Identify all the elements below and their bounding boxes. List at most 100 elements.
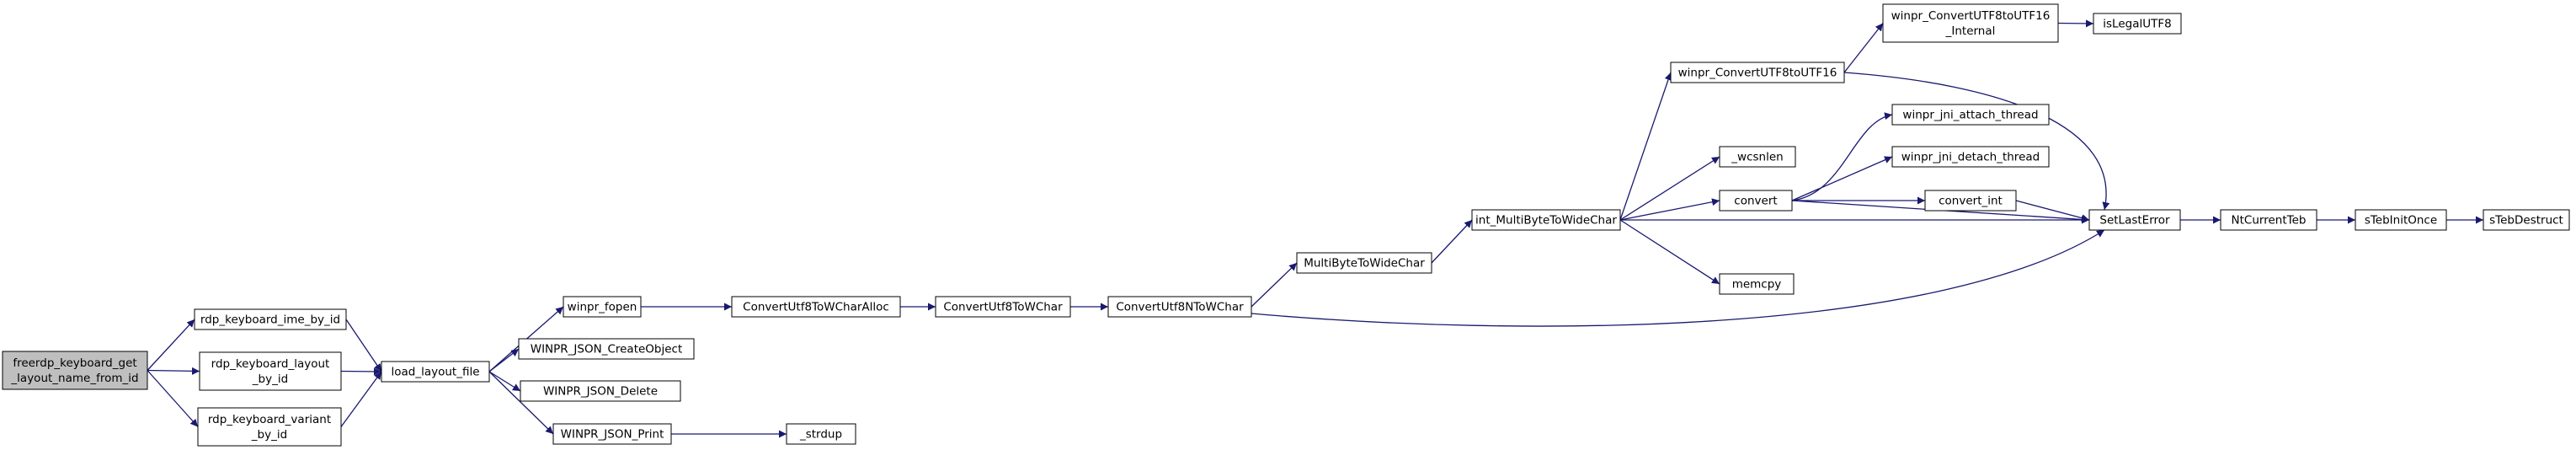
node-box-cvn: [1107, 296, 1252, 318]
node-u16[interactable]: winpr_ConvertUTF8toUTF16: [1670, 62, 1845, 83]
edge-intmb-to-convert: [1619, 198, 1720, 221]
node-label-u16i-line1: winpr_ConvertUTF8toUTF16: [1891, 9, 2051, 23]
node-load[interactable]: load_layout_file: [381, 361, 490, 383]
node-label-variant-line1: rdp_keyboard_variant: [208, 413, 331, 426]
node-layout[interactable]: rdp_keyboard_layout_by_id: [199, 351, 342, 391]
node-box-mbtwc: [1296, 252, 1432, 274]
node-strdup[interactable]: _strdup: [786, 423, 856, 445]
node-box-convint: [1924, 190, 2017, 212]
node-box-cvalloc: [731, 296, 901, 318]
node-label-ime: rdp_keyboard_ime_by_id: [200, 313, 340, 327]
node-ntteb[interactable]: NtCurrentTeb: [2220, 209, 2317, 231]
node-jdelete[interactable]: WINPR_JSON_Delete: [520, 380, 681, 402]
node-box-load: [381, 361, 490, 383]
edge-load-to-jprint: [488, 371, 554, 435]
node-label-jprint: WINPR_JSON_Print: [561, 428, 664, 442]
node-intmb[interactable]: int_MultiByteToWideChar: [1471, 209, 1621, 231]
node-box-strdup: [786, 423, 856, 445]
edge-root-to-ime: [147, 319, 195, 371]
node-label-fopen: winpr_fopen: [568, 301, 637, 314]
node-wcsnlen[interactable]: _wcsnlen: [1719, 146, 1796, 168]
node-jprint[interactable]: WINPR_JSON_Print: [552, 423, 672, 445]
node-label-memcpy: memcpy: [1732, 278, 1782, 292]
node-root[interactable]: freerdp_keyboard_get _layout_name_from_id: [2, 351, 148, 390]
node-label-tebinit: sTebInitOnce: [2365, 214, 2437, 228]
node-box-ntteb: [2220, 209, 2317, 231]
node-label-layout-line1: rdp_keyboard_layout: [211, 357, 330, 371]
node-label-root-line2: _layout_name_from_id: [10, 372, 138, 385]
node-box-jprint: [552, 423, 672, 445]
node-label-layout-line2: _by_id: [252, 372, 288, 386]
node-box-cvw: [935, 296, 1071, 318]
node-legal[interactable]: isLegalUTF8: [2093, 13, 2182, 35]
node-setlast[interactable]: SetLastError: [2088, 209, 2181, 231]
node-label-root-line1: freerdp_keyboard_get: [13, 356, 136, 370]
node-label-legal: isLegalUTF8: [2103, 18, 2171, 31]
node-box-jcreate: [518, 338, 695, 360]
node-ime[interactable]: rdp_keyboard_ime_by_id: [194, 308, 347, 330]
node-label-tebdes: sTebDestruct: [2489, 214, 2563, 228]
edge-root-to-layout: [147, 367, 200, 375]
edge-u16-to-setlast: [1843, 72, 2110, 211]
node-box-layout: [199, 351, 342, 391]
node-label-setlast: SetLastError: [2099, 214, 2170, 228]
node-label-u16: winpr_ConvertUTF8toUTF16: [1678, 67, 1837, 80]
edge-load-to-jdelete: [488, 371, 521, 392]
node-memcpy[interactable]: memcpy: [1719, 273, 1795, 295]
node-box-attach: [1891, 104, 2050, 126]
node-label-wcsnlen: _wcsnlen: [1731, 151, 1783, 164]
node-attach[interactable]: winpr_jni_attach_thread: [1891, 104, 2050, 126]
node-jcreate[interactable]: WINPR_JSON_CreateObject: [518, 338, 695, 360]
node-label-intmb: int_MultiByteToWideChar: [1475, 214, 1617, 228]
node-cvalloc[interactable]: ConvertUtf8ToWCharAlloc: [731, 296, 901, 318]
edge-convert-to-detach: [1791, 156, 1893, 201]
edges-layer: [147, 19, 2483, 438]
edge-load-to-jcreate: [488, 348, 520, 372]
node-box-u16i: [1882, 3, 2059, 43]
edge-u16-to-u16i: [1843, 23, 1884, 73]
node-box-tebinit: [2355, 209, 2447, 231]
edge-root-to-variant: [147, 370, 199, 427]
node-box-memcpy: [1719, 273, 1795, 295]
node-label-variant-line2: _by_id: [251, 428, 287, 442]
node-label-u16i-line2: _Internal: [1945, 24, 1996, 38]
node-convint[interactable]: convert_int: [1924, 190, 2017, 212]
node-box-detach: [1891, 146, 2050, 168]
node-label-cvalloc: ConvertUtf8ToWCharAlloc: [743, 301, 889, 314]
node-box-convert: [1719, 190, 1793, 212]
node-cvn[interactable]: ConvertUtf8NToWChar: [1107, 296, 1252, 318]
edge-intmb-to-u16: [1619, 72, 1672, 221]
edge-cvn-to-mbtwc: [1251, 262, 1298, 308]
node-fopen[interactable]: winpr_fopen: [563, 296, 642, 318]
node-label-jcreate: WINPR_JSON_CreateObject: [531, 343, 683, 356]
node-label-attach: winpr_jni_attach_thread: [1902, 109, 2038, 122]
node-box-wcsnlen: [1719, 146, 1796, 168]
node-label-strdup: _strdup: [799, 428, 842, 442]
edge-mbtwc-to-intmb: [1431, 219, 1473, 264]
edge-intmb-to-wcsnlen: [1619, 156, 1720, 221]
node-box-setlast: [2088, 209, 2181, 231]
edge-ime-to-load: [345, 319, 382, 372]
edge-convint-to-setlast: [2015, 200, 2090, 222]
node-tebinit[interactable]: sTebInitOnce: [2355, 209, 2447, 231]
node-variant[interactable]: rdp_keyboard_variant _by_id: [197, 407, 342, 447]
node-cvw[interactable]: ConvertUtf8ToWChar: [935, 296, 1071, 318]
node-detach[interactable]: winpr_jni_detach_thread: [1891, 146, 2050, 168]
node-box-variant: [197, 407, 342, 447]
node-label-cvw: ConvertUtf8ToWChar: [943, 301, 1063, 314]
node-mbtwc[interactable]: MultiByteToWideChar: [1296, 252, 1432, 274]
node-box-root: [2, 351, 148, 390]
edge-convert-to-attach: [1791, 112, 1893, 201]
node-tebdes[interactable]: sTebDestruct: [2483, 209, 2570, 231]
node-box-tebdes: [2483, 209, 2570, 231]
node-convert[interactable]: convert: [1719, 190, 1793, 212]
node-label-mbtwc: MultiByteToWideChar: [1304, 257, 1425, 271]
node-box-intmb: [1471, 209, 1621, 231]
node-box-legal: [2093, 13, 2182, 35]
node-label-detach: winpr_jni_detach_thread: [1901, 151, 2040, 164]
node-box-ime: [194, 308, 347, 330]
node-label-load: load_layout_file: [391, 366, 479, 379]
node-u16i[interactable]: winpr_ConvertUTF8toUTF16_Internal: [1882, 3, 2059, 43]
edge-variant-to-load: [340, 371, 382, 427]
node-label-convert: convert: [1734, 195, 1777, 208]
